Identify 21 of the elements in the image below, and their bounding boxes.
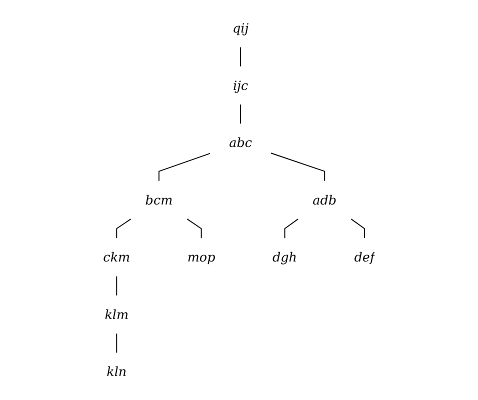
- node-text: ckm: [103, 250, 130, 265]
- connector: [158, 152, 211, 182]
- connector: [240, 104, 242, 124]
- connector: [240, 46, 242, 67]
- connector: [284, 218, 299, 239]
- connector: [350, 218, 366, 239]
- node-text: adb: [312, 192, 337, 208]
- connector: [116, 333, 118, 354]
- node-text: kln: [106, 364, 127, 380]
- connector: [186, 218, 202, 239]
- connector: [116, 276, 118, 296]
- node-text: bcm: [145, 192, 173, 208]
- node-text: ijc: [233, 78, 248, 94]
- node-text: def: [354, 250, 375, 265]
- node-text: mop: [187, 250, 216, 265]
- node-text: klm: [104, 306, 129, 322]
- connector: [116, 218, 132, 239]
- node-text: qij: [232, 20, 249, 36]
- node-text: abc: [229, 135, 252, 150]
- node-text: dgh: [272, 250, 298, 265]
- connector: [270, 152, 326, 182]
